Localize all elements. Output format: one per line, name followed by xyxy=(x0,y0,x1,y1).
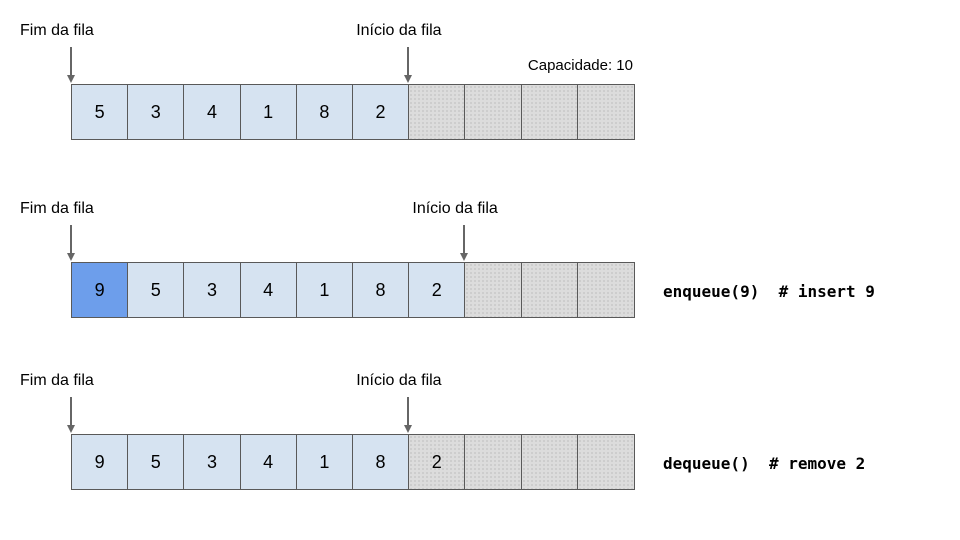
rear-of-queue-label: Fim da fila xyxy=(20,372,94,389)
queue-cell xyxy=(577,263,634,317)
front-pointer-arrow-icon xyxy=(404,397,413,433)
rear-of-queue-label: Fim da fila xyxy=(20,200,94,217)
rear-pointer-arrow-icon xyxy=(67,47,75,83)
queue-cell: 1 xyxy=(240,85,297,139)
queue-cell: 5 xyxy=(128,263,185,317)
operation-code: enqueue(9) # insert 9 xyxy=(663,282,875,301)
queue-cell: 8 xyxy=(352,435,410,489)
queue-cell: 1 xyxy=(296,263,353,317)
queue-cell: 8 xyxy=(296,85,353,139)
queue-cell: 3 xyxy=(184,435,241,489)
queue-cell: 4 xyxy=(240,263,297,317)
queue-cell: 2 xyxy=(352,85,410,139)
front-pointer-arrow-icon xyxy=(404,47,413,83)
queue-step-initial: Fim da fila Início da fila Capacidade: 1… xyxy=(0,0,960,150)
queue-cell: 5 xyxy=(72,85,129,139)
front-of-queue-label: Início da fila xyxy=(356,22,442,39)
queue-cell xyxy=(521,85,578,139)
queue-cell: 8 xyxy=(352,263,410,317)
operation-code: dequeue() # remove 2 xyxy=(663,454,866,473)
queue-cell xyxy=(577,85,634,139)
rear-of-queue-label: Fim da fila xyxy=(20,22,94,39)
queue-cell: 4 xyxy=(240,435,297,489)
queue-cell: 5 xyxy=(128,435,185,489)
queue-cell xyxy=(465,435,522,489)
queue-cell: 3 xyxy=(184,263,241,317)
queue-cell xyxy=(409,85,466,139)
queue-cell xyxy=(465,263,522,317)
queue-cell xyxy=(465,85,522,139)
rear-pointer-arrow-icon xyxy=(67,225,75,261)
queue-cell xyxy=(521,435,578,489)
queue-cell xyxy=(577,435,634,489)
queue-cell: 9 xyxy=(72,263,129,317)
queue-cell: 4 xyxy=(184,85,241,139)
queue-cell xyxy=(521,263,578,317)
front-pointer-arrow-icon xyxy=(460,225,469,261)
queue-cell: 3 xyxy=(128,85,185,139)
queue-cell: 9 xyxy=(72,435,129,489)
queue-cell: 2 xyxy=(409,263,466,317)
front-of-queue-label: Início da fila xyxy=(412,200,498,217)
queue-cell: 2 xyxy=(409,435,466,489)
front-of-queue-label: Início da fila xyxy=(356,372,442,389)
queue-cell: 1 xyxy=(296,435,353,489)
capacity-label: Capacidade: 10 xyxy=(527,57,633,74)
rear-pointer-arrow-icon xyxy=(67,397,75,433)
